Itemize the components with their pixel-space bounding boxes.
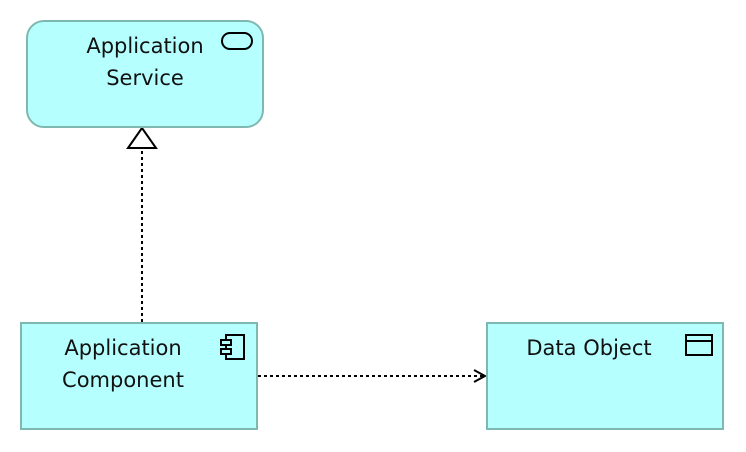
application-component-label: Application Component: [62, 336, 184, 392]
data-object-icon: [685, 334, 713, 356]
access-edge[interactable]: [258, 369, 488, 383]
data-object-node[interactable]: Data Object: [486, 322, 724, 430]
service-icon: [221, 32, 253, 50]
application-service-node[interactable]: Application Service: [26, 20, 264, 128]
realization-edge[interactable]: [126, 126, 158, 322]
component-icon: [220, 334, 245, 360]
application-service-label: Application Service: [86, 34, 204, 90]
data-object-label: Data Object: [526, 336, 652, 360]
realization-arrowhead: [126, 126, 158, 149]
access-arrowhead: [473, 369, 488, 383]
application-component-node[interactable]: Application Component: [20, 322, 258, 430]
